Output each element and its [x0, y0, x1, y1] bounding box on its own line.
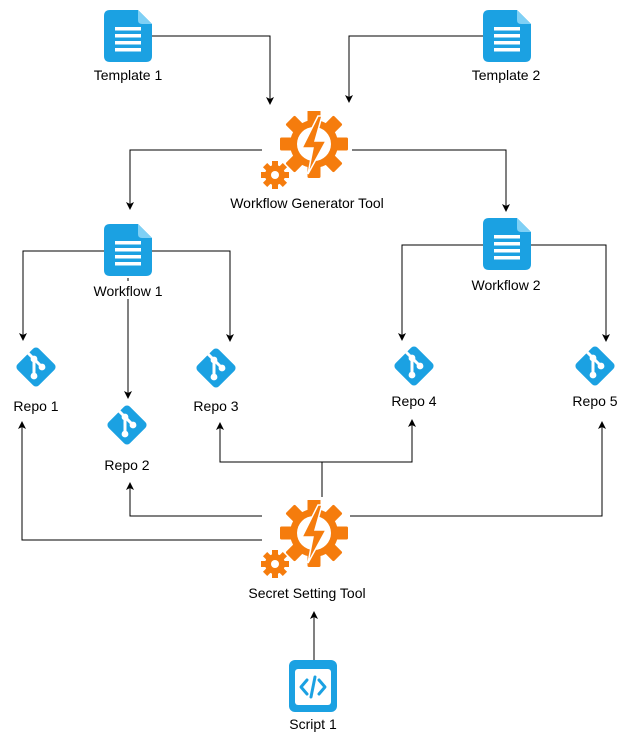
- node-label: Secret Setting Tool: [248, 585, 365, 601]
- node-label: Repo 2: [104, 457, 149, 473]
- node-workflow2[interactable]: Workflow 2: [472, 218, 541, 293]
- node-repo5[interactable]: Repo 5: [572, 343, 618, 409]
- git-icon: [104, 402, 150, 448]
- node-label: Repo 1: [13, 398, 58, 414]
- node-repo4[interactable]: Repo 4: [391, 343, 437, 409]
- edge-workflow1-repo3: [152, 250, 234, 342]
- edge-secret-repo1: [18, 421, 262, 541]
- node-label: Template 1: [94, 67, 163, 83]
- node-label: Script 1: [289, 716, 337, 732]
- edge-secret-repo2: [126, 482, 262, 517]
- node-label: Workflow 2: [472, 277, 541, 293]
- git-icon: [391, 343, 437, 389]
- gear-lightning-icon: [260, 111, 349, 190]
- edge-workflow2-repo4: [398, 244, 483, 341]
- node-label: Workflow 1: [94, 283, 163, 299]
- gear-lightning-icon: [260, 500, 349, 579]
- node-generator[interactable]: Workflow Generator Tool: [230, 110, 384, 211]
- node-label: Template 2: [472, 67, 541, 83]
- git-icon: [572, 343, 618, 389]
- node-template2[interactable]: Template 2: [472, 10, 541, 83]
- edge-secret-repo3: [216, 422, 323, 497]
- edge-secret-repo5: [350, 421, 606, 517]
- node-label: Repo 3: [193, 398, 238, 414]
- edge-template2-generator: [345, 35, 483, 103]
- edge-generator-workflow2: [352, 149, 510, 212]
- document-icon: [104, 224, 152, 276]
- edge-generator-workflow1: [126, 149, 262, 210]
- node-workflow1[interactable]: Workflow 1: [84, 224, 172, 299]
- git-icon: [13, 344, 59, 390]
- node-template1[interactable]: Template 1: [94, 10, 163, 83]
- node-repo2[interactable]: Repo 2: [104, 402, 150, 473]
- code-file-icon: [289, 660, 337, 712]
- edge-template1-generator: [152, 35, 274, 105]
- git-icon: [193, 345, 239, 391]
- node-script1[interactable]: Script 1: [289, 660, 337, 732]
- node-secret[interactable]: Secret Setting Tool: [248, 499, 366, 601]
- node-label: Repo 5: [572, 393, 617, 409]
- document-icon: [483, 10, 531, 62]
- node-repo3[interactable]: Repo 3: [193, 345, 239, 414]
- node-label: Workflow Generator Tool: [230, 195, 384, 211]
- edge-secret-repo4: [322, 419, 416, 463]
- document-icon: [104, 10, 152, 62]
- node-repo1[interactable]: Repo 1: [13, 344, 59, 414]
- node-label: Repo 4: [391, 393, 436, 409]
- edge-workflow2-repo5: [530, 244, 610, 342]
- edge-workflow1-repo1: [19, 250, 104, 341]
- document-icon: [483, 218, 531, 270]
